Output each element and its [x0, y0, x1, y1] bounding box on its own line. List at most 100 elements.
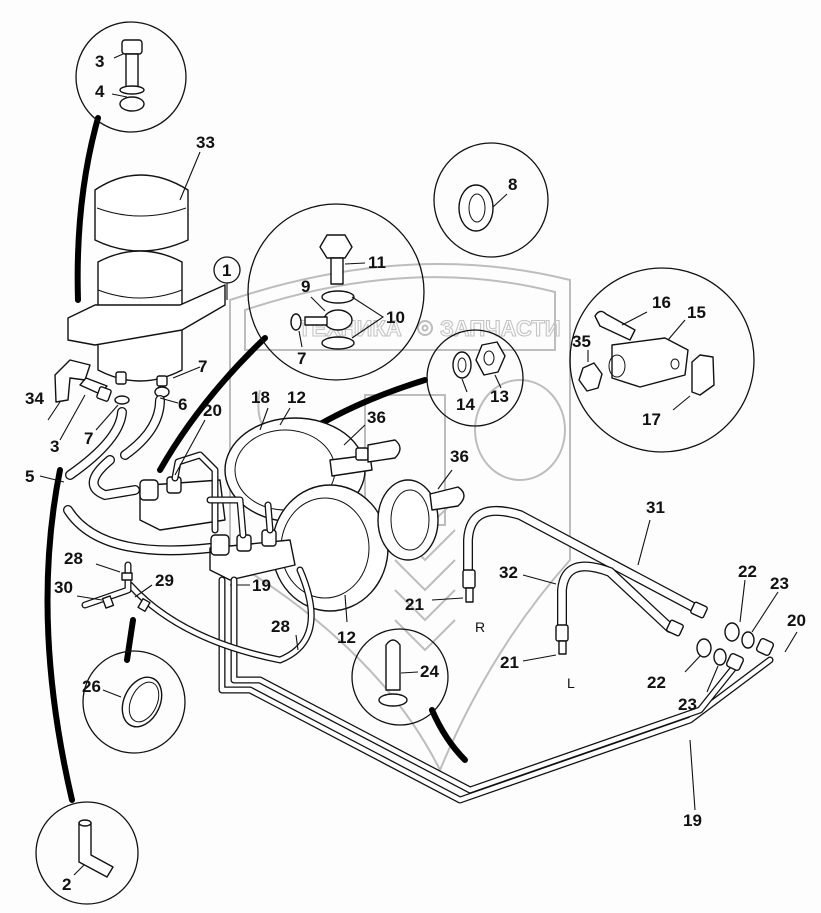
brake-boosters-12: 18 12 36 36 12 — [224, 388, 469, 647]
callout-13: 13 — [490, 387, 509, 406]
callout-20a: 20 — [203, 401, 222, 420]
callout-7b: 7 — [84, 429, 93, 448]
callout-7a: 7 — [198, 357, 207, 376]
callout-18: 18 — [251, 388, 270, 407]
leader-bolt-bubble — [74, 115, 101, 303]
bubble-washer-nut: 14 13 — [426, 329, 524, 427]
clevis-pin-16-icon — [594, 310, 636, 341]
callout-24: 24 — [420, 662, 439, 681]
reservoir-bracket-icon — [67, 284, 226, 346]
bolt-shank-icon — [125, 53, 139, 89]
nut-icon — [119, 96, 145, 112]
bolt-head-icon — [121, 39, 143, 55]
callout-3b: 3 — [50, 437, 59, 456]
reservoir-33: 33 1 — [67, 133, 241, 382]
banjo-bolt-head-icon — [319, 234, 353, 259]
bubble-grommet: 8 — [433, 142, 549, 258]
callout-7c: 7 — [297, 349, 306, 368]
clamp-7-icon — [114, 395, 130, 405]
bubble-hose-clamp: 26 — [82, 650, 186, 754]
callout-1: 1 — [222, 261, 231, 280]
nut-35-icon — [578, 362, 603, 392]
callout-16: 16 — [652, 293, 671, 312]
callout-9: 9 — [301, 277, 310, 296]
callout-14: 14 — [456, 395, 475, 414]
callout-23a: 23 — [770, 574, 789, 593]
washer-icon — [119, 85, 145, 95]
callout-21a: 21 — [405, 595, 424, 614]
callout-2: 2 — [62, 875, 71, 894]
leader-banjo-bubble — [157, 335, 268, 473]
leader-clamp-bubble — [124, 617, 136, 663]
callout-17: 17 — [642, 410, 661, 429]
bubble-banjo-fitting: 11 9 10 7 — [247, 203, 425, 381]
callout-11: 11 — [368, 253, 386, 272]
vacuum-hoses: 28 30 29 28 — [54, 549, 315, 664]
side-marker-right: R — [475, 619, 485, 635]
callout-33: 33 — [196, 133, 215, 152]
callout-10: 10 — [386, 308, 405, 327]
callout-8: 8 — [508, 175, 517, 194]
spring-clip-17-icon — [691, 354, 715, 396]
callout-22a: 22 — [738, 562, 757, 581]
banjo-bolt-shank-icon — [330, 257, 344, 285]
elbow-hose-2-icon — [78, 822, 114, 878]
banjo-stem-icon — [304, 316, 328, 326]
callout-29: 29 — [155, 571, 174, 590]
banjo-body-icon — [323, 309, 353, 331]
callout-32: 32 — [499, 563, 518, 582]
washer-14-icon — [452, 351, 472, 379]
callout-22b: 22 — [647, 673, 666, 692]
nut-23a-icon — [741, 631, 755, 649]
bracket-34: 34 3 — [25, 359, 112, 456]
reservoir-cap-icon — [94, 174, 189, 252]
washer-22b-icon — [696, 638, 712, 658]
watermark-shield — [229, 263, 571, 773]
side-marker-left: L — [567, 675, 575, 691]
hose-clip-7-icon — [290, 313, 302, 331]
bubble-clevis: 16 15 35 17 — [569, 267, 755, 453]
fitting-21-left-icon — [555, 624, 569, 642]
callout-6: 6 — [178, 395, 187, 414]
sealing-washer-top-icon — [321, 290, 355, 304]
bubble-clip: 24 — [351, 628, 449, 726]
sealing-washer-bottom-icon — [321, 336, 355, 350]
clevis-36a-icon — [367, 439, 401, 463]
grommet-icon — [458, 184, 494, 232]
clevis-36b-icon — [429, 486, 465, 511]
callout-19b: 19 — [683, 811, 702, 830]
callout-4: 4 — [95, 82, 105, 101]
master-cylinders: 20 19 — [139, 401, 296, 595]
callout-19a: 19 — [252, 576, 271, 595]
flex-hoses: 31 32 21 R 21 L 22 23 22 23 — [405, 498, 789, 714]
callout-12b: 12 — [337, 628, 356, 647]
gasket-ring-icon — [377, 479, 439, 561]
callout-34: 34 — [25, 389, 44, 408]
brake-lines-19: 19 20 — [218, 576, 806, 830]
washer-22a-icon — [724, 622, 740, 642]
nut-23b-icon — [713, 648, 727, 666]
hose-clamp-26-icon — [121, 676, 163, 728]
callout-3: 3 — [95, 52, 104, 71]
fitting-21-right-icon — [462, 569, 476, 589]
callout-35: 35 — [572, 332, 591, 351]
callout-36b: 36 — [450, 447, 469, 466]
bubble-elbow-hose: 2 — [35, 801, 139, 905]
bubble-bolt-washer: 3 4 — [75, 21, 187, 133]
leader-elbow-bubble — [44, 467, 75, 803]
nut-13-icon — [475, 341, 506, 376]
callout-36a: 36 — [367, 408, 386, 427]
callout-15: 15 — [687, 303, 706, 322]
watermark-letter-f — [474, 379, 566, 481]
watermark-banner — [244, 276, 556, 351]
callout-30: 30 — [54, 578, 73, 597]
watermark-gear-icon — [417, 320, 433, 336]
callout-12a: 12 — [287, 388, 306, 407]
callout-21b: 21 — [500, 653, 519, 672]
callout-5: 5 — [25, 467, 34, 486]
callout-20b: 20 — [787, 611, 806, 630]
callout-28b: 28 — [271, 617, 290, 636]
clevis-15-icon — [611, 337, 689, 388]
